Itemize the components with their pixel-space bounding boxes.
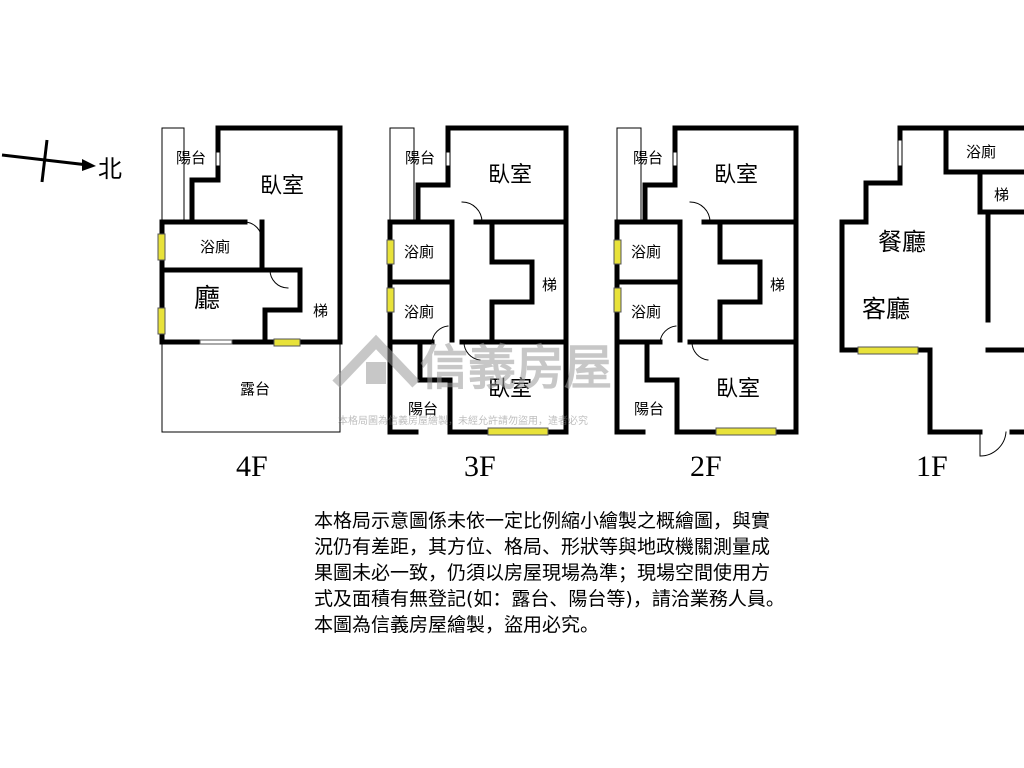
watermark-caption: 本格局圖為信義房屋繪製，未經允許請勿盜用，違者必究 (338, 414, 588, 427)
disclaimer-line: 式及面積有無登記(如：露台、陽台等)，請洽業務人員。 (314, 588, 785, 610)
room-bath2-2f: 浴廁 (631, 303, 661, 321)
floor-label-1f: 1F (916, 450, 948, 483)
room-stairs-4f: 梯 (313, 302, 328, 320)
room-bath1-3f: 浴廁 (404, 243, 434, 261)
room-living-4f: 廳 (194, 284, 220, 314)
room-bedroom-2f: 臥室 (714, 163, 758, 188)
disclaimer-note: 本格局示意圖係未依一定比例縮小繪製之概繪圖，與實 況仍有差距，其方位、格局、形狀… (314, 508, 874, 638)
room-bedroom-3f: 臥室 (488, 163, 532, 188)
disclaimer-line: 本圖為信義房屋繪製，盜用必究。 (314, 614, 600, 636)
room-stairs-1f: 梯 (994, 186, 1009, 204)
windows-4f (157, 233, 301, 347)
room-terrace-4f: 露台 (240, 380, 270, 398)
room-stairs-3f: 梯 (542, 276, 557, 294)
compass: 北 (1, 139, 122, 183)
room-balcony-4f: 陽台 (176, 149, 206, 167)
room-stairs-2f: 梯 (770, 276, 785, 294)
watermark: 信義房屋 本格局圖為信義房屋繪製，未經允許請勿盜用，違者必究 (332, 334, 612, 427)
disclaimer-line: 本格局示意圖係未依一定比例縮小繪製之概繪圖，與實 (314, 510, 771, 532)
watermark-logo-icon (332, 334, 420, 388)
room-balcony-3f: 陽台 (405, 149, 435, 167)
room-balcony2-3f: 陽台 (408, 400, 438, 418)
room-bath-4f: 浴廁 (200, 238, 230, 256)
room-bath2-3f: 浴廁 (404, 303, 434, 321)
disclaimer-line: 況仍有差距，其方位、格局、形狀等與地政機關測量成 (314, 536, 771, 558)
room-balcony-2f: 陽台 (633, 149, 663, 167)
floor-label-3f: 3F (464, 450, 496, 483)
room-balcony2-2f: 陽台 (634, 400, 664, 418)
room-labels-2f: 陽台 臥室 浴廁 梯 浴廁 臥室 陽台 (631, 149, 785, 418)
room-bedroom-4f: 臥室 (260, 174, 304, 199)
floor-plan-1f (839, 125, 1024, 457)
floor-plan-4f (159, 125, 343, 433)
room-dining-1f: 餐廳 (878, 228, 926, 256)
room-living-1f: 客廳 (862, 295, 910, 323)
room-labels-3f: 陽台 臥室 浴廁 梯 浴廁 臥室 陽台 (404, 149, 557, 418)
floor-label-2f: 2F (690, 450, 722, 483)
room-bedroom2-3f: 臥室 (488, 377, 532, 402)
windows-3f (386, 239, 549, 436)
disclaimer-line: 果圖未必一致，仍須以房屋現場為準；現場空間使用方 (314, 562, 771, 584)
floor-plan-3f (387, 125, 569, 435)
room-bath-1f: 浴廁 (966, 143, 996, 161)
windows-2f (613, 239, 777, 436)
room-bedroom2-2f: 臥室 (716, 377, 760, 402)
floor-plan-2f (614, 125, 799, 435)
room-labels-1f: 浴廁 梯 餐廳 客廳 (862, 143, 1009, 323)
watermark-brand: 信義房屋 (420, 340, 612, 396)
windows-1f (857, 346, 919, 355)
floor-label-4f: 4F (236, 450, 268, 483)
room-labels-4f: 陽台 臥室 浴廁 廳 梯 露台 (176, 149, 328, 398)
room-bath1-2f: 浴廁 (631, 243, 661, 261)
north-label: 北 (98, 155, 122, 183)
